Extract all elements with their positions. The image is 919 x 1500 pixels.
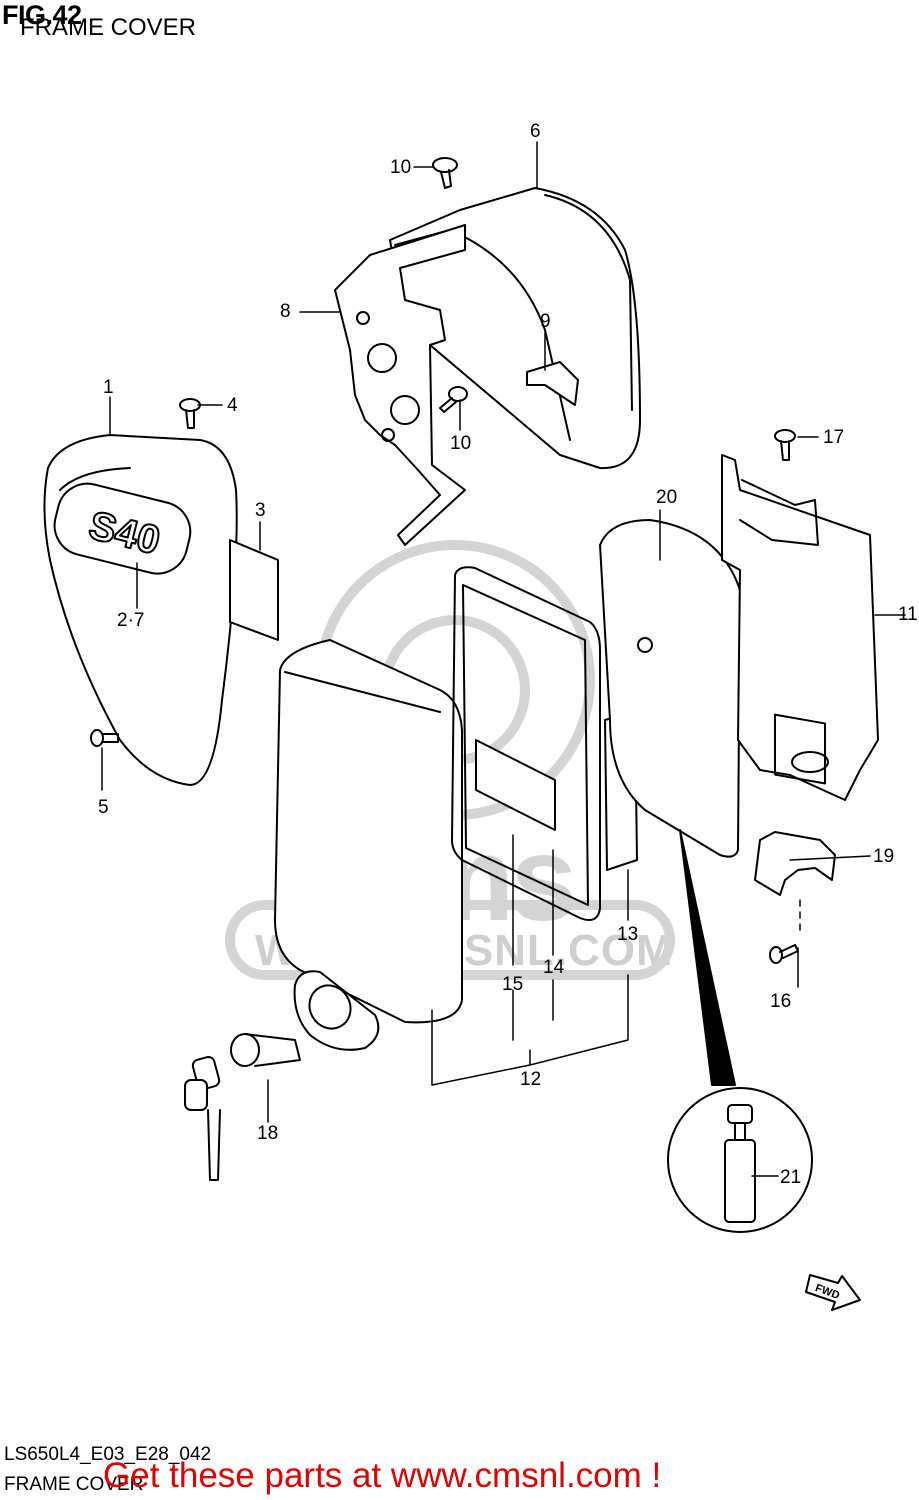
callout-14: 14 (543, 957, 565, 978)
inset-pointer (679, 829, 736, 1086)
callout-16: 16 (770, 991, 792, 1012)
part-17-screw (774, 429, 796, 461)
callout-10-mid: 10 (450, 433, 472, 454)
part-15-pad (475, 739, 556, 831)
callout-11: 11 (898, 604, 918, 625)
callout-15: 15 (502, 974, 524, 995)
shop-link[interactable]: Get these parts at www.cmsnl.com ! (103, 1456, 662, 1495)
callout-8: 8 (280, 301, 291, 322)
callout-1: 1 (103, 377, 114, 398)
part-19-clip (754, 831, 836, 896)
part-3-pad (229, 539, 279, 641)
callout-17: 17 (823, 427, 845, 448)
part-21-detail-inset (667, 1087, 813, 1233)
figure-subtitle: FRAME COVER (20, 14, 197, 41)
part-9-clip (526, 361, 579, 406)
callout-18: 18 (257, 1123, 279, 1144)
callout-9: 9 (540, 311, 551, 332)
callout-13: 13 (617, 924, 639, 945)
diagram-code: LS650L4_E03_E28_042 (4, 1444, 212, 1465)
callout-2-7: 2·7 (117, 610, 145, 631)
lock-housing (293, 970, 380, 1051)
part-4-screw (179, 398, 201, 429)
callout-19: 19 (873, 846, 895, 867)
part-5-screw (90, 729, 119, 747)
part-14-gasket (451, 566, 601, 921)
part-16-screw (769, 944, 799, 964)
callout-6: 6 (530, 121, 541, 142)
callout-20: 20 (656, 487, 678, 508)
footer-subtitle: FRAME COVER (4, 1474, 144, 1495)
part-8-bracket (334, 224, 466, 546)
callout-4: 4 (227, 395, 238, 416)
callout-21: 21 (780, 1167, 802, 1188)
part-10-screw-mid (439, 386, 468, 413)
part-20-front-cover (599, 519, 741, 858)
part-12-tool-box (274, 639, 463, 1024)
part-10-screw-top (432, 157, 458, 189)
part-18-lock (184, 1033, 301, 1181)
callout-5: 5 (98, 797, 109, 818)
leader-lines (101, 141, 906, 1177)
part-11-bracket-plate (721, 454, 879, 801)
callout-12: 12 (520, 1069, 542, 1090)
figure-number: FIG.42 (2, 0, 82, 30)
callout-3: 3 (255, 500, 266, 521)
fwd-arrow-icon (805, 1274, 861, 1311)
callout-10-top: 10 (390, 157, 412, 178)
part-1-side-cover (43, 434, 238, 786)
